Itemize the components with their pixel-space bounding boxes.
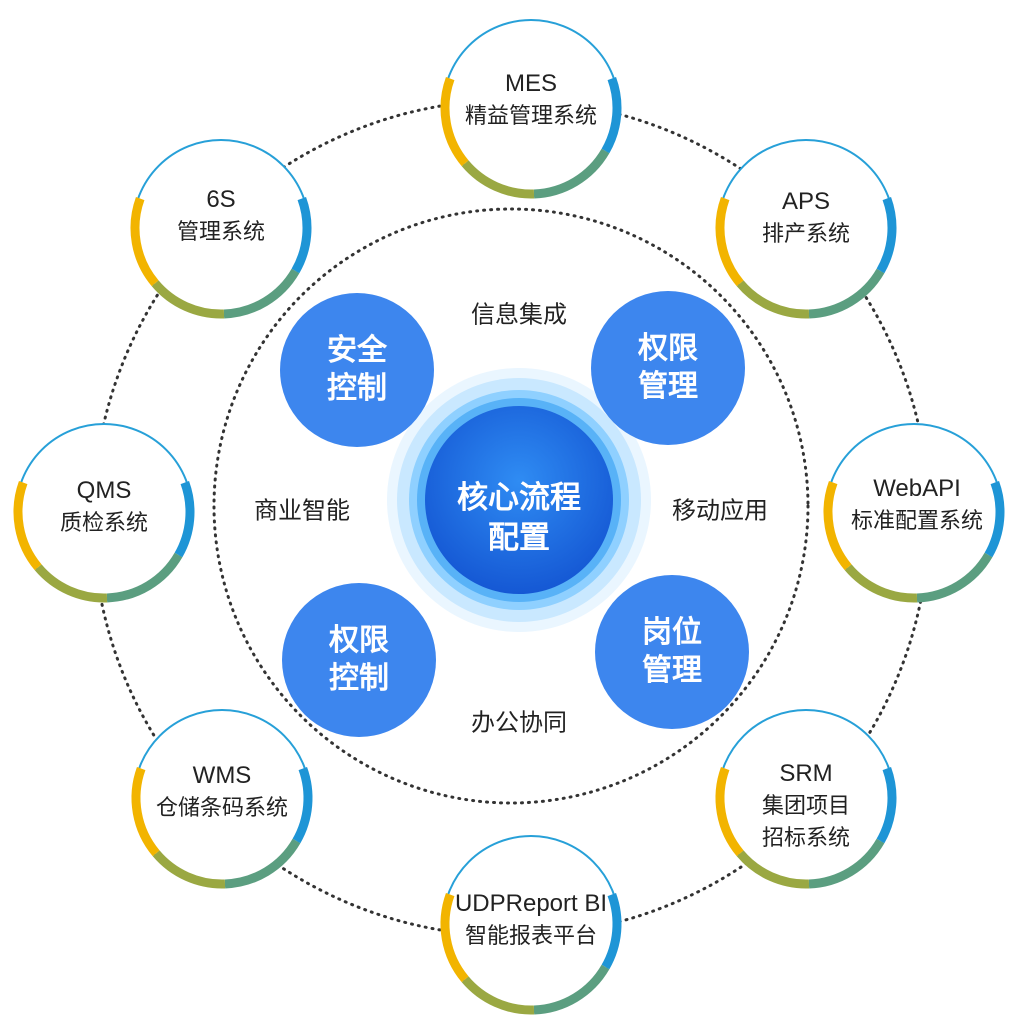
satellite-ring-segment-wms-3 <box>131 767 160 857</box>
satellite-ring-segment-aps-2 <box>736 280 810 319</box>
satellite-ring-segment-aps-0 <box>876 197 897 274</box>
satellite-ring-segment-srm-0 <box>876 767 897 844</box>
satellite-ring-segment-qms-1 <box>106 552 183 603</box>
satellite-ring-segment-webapi-2 <box>844 564 918 603</box>
satellite-mes: MES 精益管理系统 <box>465 67 597 133</box>
permission-control-label: 权限 控制 <box>329 622 389 698</box>
satellite-ring-segment-udpreport-3 <box>440 893 469 983</box>
satellite-ring-segment-srm-3 <box>715 767 744 857</box>
satellite-ring-segment-qms-3 <box>13 481 42 571</box>
satellite-ring-segment-mes-2 <box>461 160 535 199</box>
satellite-srm-name: 集团项目 <box>761 794 851 819</box>
satellite-ring-segment-qms-0 <box>174 481 195 558</box>
satellite-qms-name: 质检系统 <box>59 511 149 536</box>
satellite-ring-segment-webapi-3 <box>823 481 852 571</box>
satellite-udpreport-name: 智能报表平台 <box>464 924 597 949</box>
satellite-wms: WMS 仓储条码系统 <box>156 759 288 825</box>
core-circle <box>425 406 613 594</box>
satellite-ring-segment-mes-0 <box>601 77 622 154</box>
satellite-aps-code: APS <box>781 188 831 215</box>
satellite-mes-name: 精益管理系统 <box>464 104 598 129</box>
satellite-webapi: WebAPI 标准配置系统 <box>851 472 983 538</box>
satellite-ring-segment-udpreport-0 <box>601 893 622 970</box>
satellite-ring-segment-srm-1 <box>808 838 885 889</box>
satellite-webapi-name: 标准配置系统 <box>850 509 984 534</box>
feature-mobile-app: 移动应用 <box>672 496 768 525</box>
permission-control-line2: 控制 <box>329 661 389 696</box>
satellite-wms-code: WMS <box>192 762 252 789</box>
permission-management-label: 权限 管理 <box>638 330 698 406</box>
satellite-ring-segment-6s-3 <box>130 197 159 287</box>
satellite-srm-name2: 招标系统 <box>761 826 851 851</box>
post-management-line1: 岗位 <box>642 615 702 650</box>
feature-info-integration: 信息集成 <box>471 300 567 329</box>
satellite-ring-segment-wms-1 <box>224 838 301 889</box>
permission-control-line1: 权限 <box>329 623 389 658</box>
satellite-ring-segment-6s-0 <box>291 197 312 274</box>
feature-business-intelligence: 商业智能 <box>254 496 350 525</box>
satellite-mes-code: MES <box>504 70 558 97</box>
satellite-ring-segment-mes-1 <box>533 148 610 199</box>
permission-management-line1: 权限 <box>638 331 698 366</box>
satellite-ring-segment-wms-2 <box>152 850 226 889</box>
inner-circle-post-mgmt <box>595 575 749 729</box>
post-management-label: 岗位 管理 <box>642 614 702 690</box>
core-label-line1: 核心流程 <box>457 480 581 516</box>
satellite-ring-segment-mes-3 <box>440 77 469 167</box>
satellite-ring-segment-udpreport-1 <box>533 964 610 1015</box>
security-control-line2: 控制 <box>327 371 387 406</box>
satellite-6s-name: 管理系统 <box>176 220 266 245</box>
post-management-line2: 管理 <box>642 653 702 688</box>
satellite-ring-segment-udpreport-2 <box>461 976 535 1015</box>
feature-office-collab: 办公协同 <box>471 708 567 737</box>
satellite-ring-segment-6s-2 <box>151 280 225 319</box>
satellite-ring-segment-webapi-0 <box>984 481 1005 558</box>
satellite-ring-segment-srm-2 <box>736 850 810 889</box>
satellite-aps-name: 排产系统 <box>761 222 851 247</box>
satellite-qms: QMS 质检系统 <box>60 474 148 540</box>
satellite-ring-segment-wms-0 <box>292 767 313 844</box>
satellite-srm-code: SRM <box>779 760 833 787</box>
satellite-6s: 6S 管理系统 <box>177 183 265 249</box>
satellite-qms-code: QMS <box>76 477 132 504</box>
inner-orbit <box>212 207 810 805</box>
satellite-ring-segment-aps-1 <box>808 268 885 319</box>
permission-management-line2: 管理 <box>638 369 698 404</box>
inner-circle-security <box>280 293 434 447</box>
security-control-line1: 安全 <box>327 333 387 368</box>
satellite-srm: SRM 集团项目 招标系统 <box>762 757 850 855</box>
satellite-aps: APS 排产系统 <box>762 185 850 251</box>
inner-circle-permission-mgmt <box>591 291 745 445</box>
satellite-ring-segment-6s-1 <box>223 268 300 319</box>
satellite-ring-segment-webapi-1 <box>916 552 993 603</box>
satellite-6s-code: 6S <box>206 186 236 213</box>
satellite-ring-segment-qms-2 <box>34 564 108 603</box>
core-label-line2: 配置 <box>488 520 550 556</box>
satellite-webapi-code: WebAPI <box>873 475 961 502</box>
satellite-ring-segment-aps-3 <box>715 197 744 287</box>
inner-circle-permission-ctrl <box>282 583 436 737</box>
satellite-udpreport: UDPReport BI 智能报表平台 <box>455 887 607 953</box>
satellite-wms-name: 仓储条码系统 <box>155 796 289 821</box>
security-control-label: 安全 控制 <box>327 332 387 408</box>
core-label: 核心流程 配置 <box>457 478 581 558</box>
satellite-udpreport-code: UDPReport BI <box>454 890 608 917</box>
